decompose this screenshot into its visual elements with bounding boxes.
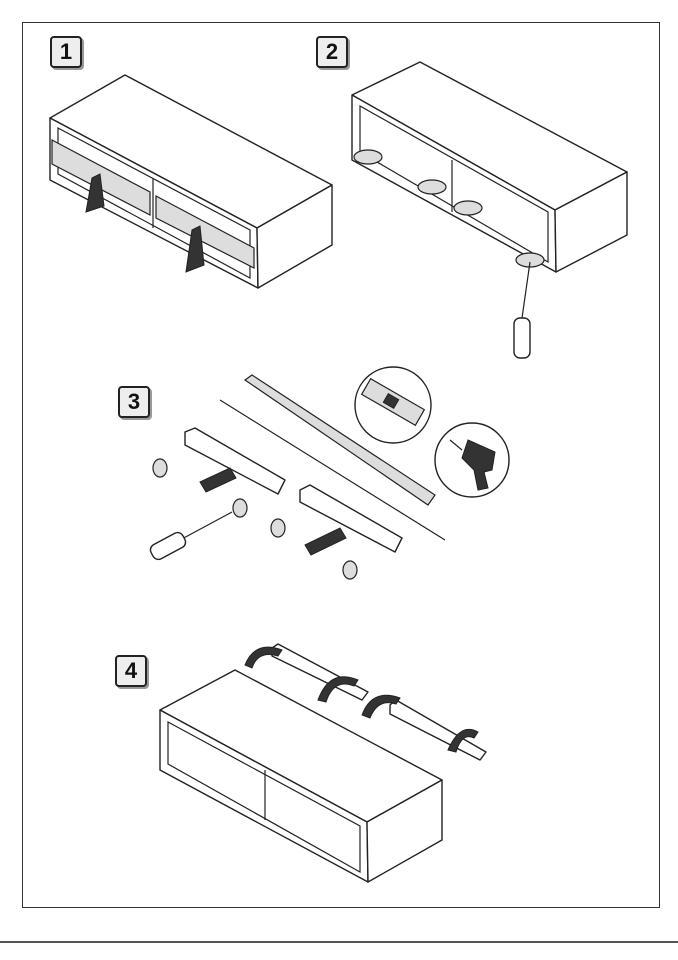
step-2-badge: 2 <box>316 36 348 68</box>
step-3-wall-mount-illustration <box>149 366 510 580</box>
push-arrow-icon <box>199 467 347 556</box>
step-1-cabinet-illustration <box>49 74 333 289</box>
drill-callout <box>434 422 510 498</box>
level-bubble-callout <box>354 366 432 444</box>
step-2-cabinet-illustration <box>351 61 628 359</box>
spirit-level <box>243 374 436 506</box>
step-1-badge: 1 <box>50 36 82 68</box>
push-arrow-icon <box>85 173 205 273</box>
screw-washer-icon <box>353 149 545 268</box>
screwdriver-icon <box>149 511 233 561</box>
page-frame <box>22 22 660 908</box>
screw-washer-icon <box>152 458 358 580</box>
bottom-divider <box>0 941 678 943</box>
screwdriver-icon <box>513 261 531 359</box>
rotate-arrow-icon <box>244 646 479 753</box>
step-4-badge: 4 <box>115 655 147 687</box>
step-4-cabinet-illustration <box>159 643 487 883</box>
step-3-badge: 3 <box>118 386 150 418</box>
